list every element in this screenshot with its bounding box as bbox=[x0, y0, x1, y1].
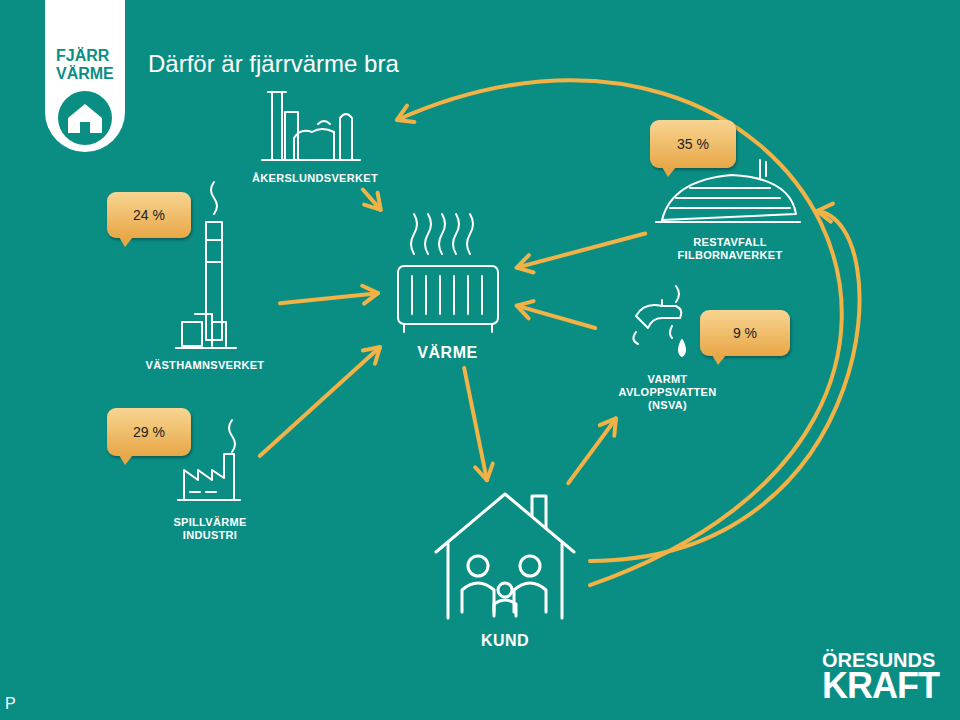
arrow-shaft bbox=[590, 211, 860, 561]
arrow-shaft bbox=[397, 80, 842, 585]
flow-arrow bbox=[568, 418, 616, 483]
percentage-callout: 9 % bbox=[700, 310, 790, 356]
filborna-icon bbox=[656, 160, 800, 222]
logo-tab bbox=[45, 0, 125, 152]
arrow-head bbox=[362, 286, 378, 304]
arrow-head bbox=[397, 106, 414, 122]
arrow-shaft bbox=[568, 418, 616, 483]
callout-number: 9 % bbox=[733, 325, 757, 341]
logo-text: FJÄRR bbox=[56, 48, 109, 64]
node-label: RESTAVFALL FILBORNAVERKET bbox=[651, 236, 809, 262]
node-label: VARMT AVLOPPSVATTEN (NSVA) bbox=[601, 373, 734, 412]
node-label: SPILLVÄRME INDUSTRI bbox=[156, 516, 264, 542]
logo-circle bbox=[58, 91, 112, 145]
flow-arrow bbox=[464, 368, 493, 480]
node-label: VÄSTHAMNSVERKET bbox=[136, 359, 274, 372]
brand-logo: KRAFT bbox=[822, 668, 939, 704]
arrow-head bbox=[517, 255, 534, 272]
flow-arrow bbox=[517, 234, 645, 273]
flow-arrow bbox=[397, 80, 842, 585]
flow-arrow bbox=[517, 301, 596, 328]
akerslund-icon bbox=[262, 92, 360, 160]
node-label: ÅKERSLUNDSVERKET bbox=[241, 172, 389, 185]
flow-arrow bbox=[590, 204, 860, 561]
flow-arrow bbox=[280, 286, 378, 304]
flow-arrow bbox=[260, 347, 380, 456]
arrow-head bbox=[475, 464, 493, 480]
arrow-shaft bbox=[464, 368, 487, 480]
callout-number: 35 % bbox=[677, 136, 709, 152]
source-label-box: SPILLVÄRME INDUSTRI bbox=[156, 460, 264, 542]
wastewater-icon bbox=[633, 286, 685, 356]
callout-number: 24 % bbox=[133, 207, 165, 223]
source-label-box: VARMT AVLOPPSVATTEN (NSVA) bbox=[601, 285, 734, 412]
percentage-callout: 29 % bbox=[107, 408, 191, 456]
logo-house bbox=[68, 104, 102, 133]
radiator-icon bbox=[398, 214, 498, 332]
logo-door bbox=[80, 122, 90, 133]
arrow-shaft bbox=[260, 347, 380, 456]
node-label: VÄRME bbox=[386, 344, 509, 362]
flow-arrow bbox=[363, 190, 381, 210]
plant-label-box: RESTAVFALL FILBORNAVERKET bbox=[651, 160, 809, 262]
brand-logo: ÖRESUNDS bbox=[822, 650, 935, 670]
percentage-callout: 35 % bbox=[650, 120, 736, 168]
percentage-callout: 24 % bbox=[107, 192, 191, 238]
heat-box: VÄRME bbox=[386, 210, 509, 362]
arrow-head bbox=[363, 347, 380, 364]
logo-text: VÄRME bbox=[56, 66, 114, 82]
slide-title: Därför är fjärrvärme bra bbox=[148, 50, 399, 78]
page-marker: P bbox=[5, 696, 16, 712]
arrow-shaft bbox=[363, 190, 381, 210]
house-icon bbox=[436, 494, 574, 618]
callout-number: 29 % bbox=[133, 424, 165, 440]
node-label: KUND bbox=[426, 632, 584, 650]
arrow-head bbox=[600, 418, 616, 435]
arrow-head bbox=[517, 301, 534, 318]
arrow-shaft bbox=[517, 234, 645, 268]
plant-label-box: ÅKERSLUNDSVERKET bbox=[241, 85, 389, 185]
customer-box: KUND bbox=[426, 488, 584, 650]
arrow-head bbox=[364, 193, 381, 210]
plant-label-box: VÄSTHAMNSVERKET bbox=[136, 250, 274, 372]
